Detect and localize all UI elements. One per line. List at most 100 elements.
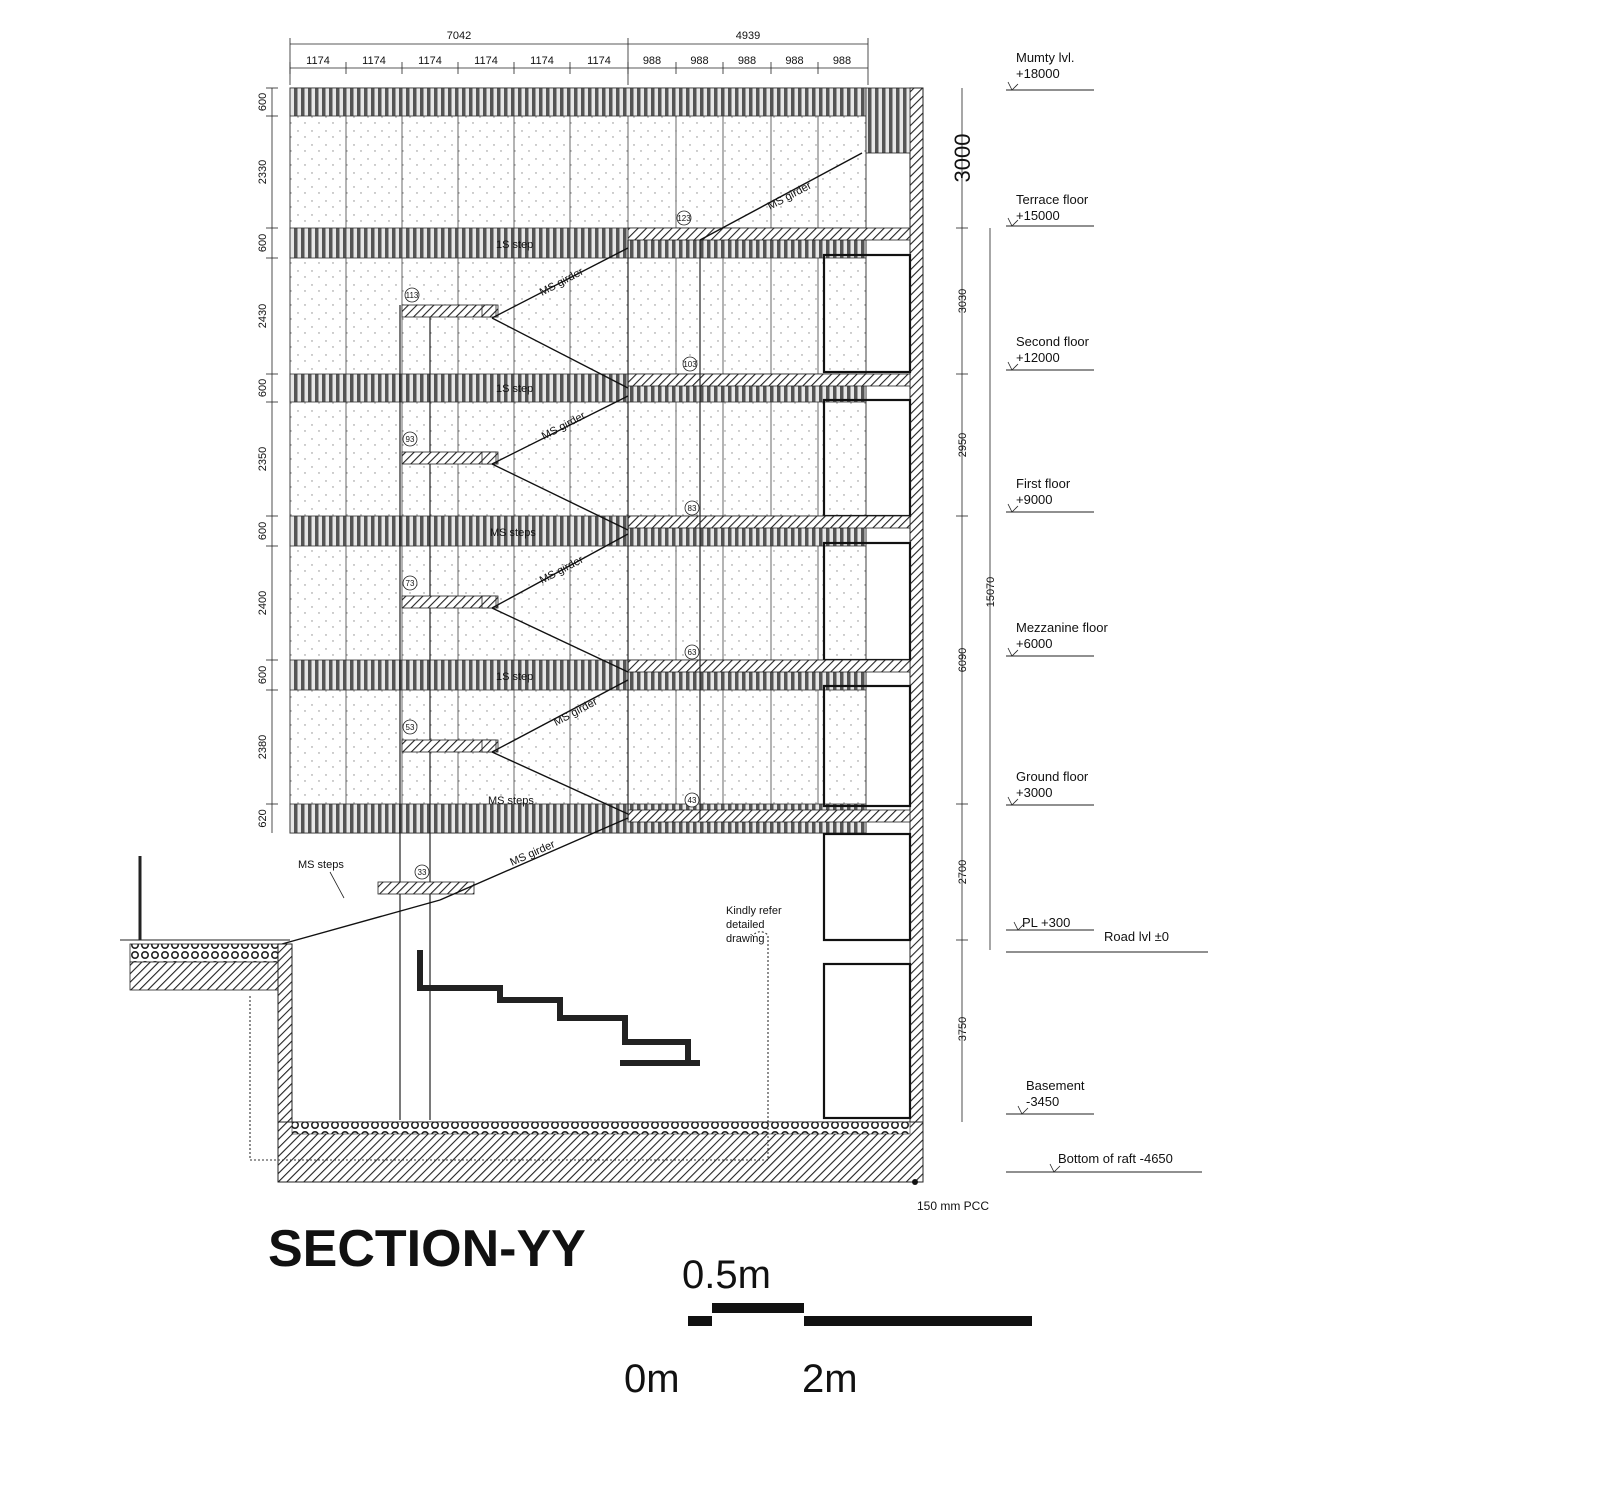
level-value: +6000 (1016, 636, 1053, 651)
step-number: 43 (688, 796, 697, 805)
bay-dimension: 1174 (418, 55, 442, 67)
level-value: +9000 (1016, 492, 1053, 507)
landing (401, 595, 499, 609)
landing (401, 739, 499, 753)
level-tick (1007, 361, 1019, 371)
step-number-circle (402, 431, 418, 447)
room (822, 832, 912, 942)
step-number: 33 (418, 868, 427, 877)
level-tick (1007, 81, 1019, 91)
right-dimension: 2950 (957, 433, 969, 457)
pcc-note: 150 mm PCC (917, 1199, 989, 1213)
level-name: Bottom of raft -4650 (1058, 1151, 1173, 1166)
step-number-circle (676, 210, 692, 226)
girder (699, 152, 863, 241)
steps-label: MS steps (490, 527, 536, 539)
steps-label: MS steps (488, 795, 534, 807)
left-dimension: 2430 (257, 304, 269, 328)
step-number: 83 (688, 504, 697, 513)
level-name: Mumty lvl. (1016, 50, 1075, 65)
room (822, 253, 912, 374)
facade-panel (289, 87, 867, 834)
bay-dimension: 988 (643, 55, 661, 67)
landing (377, 881, 475, 895)
left-dimension: 600 (257, 666, 269, 684)
floor-slab (627, 515, 911, 529)
level-tick (1049, 1163, 1061, 1173)
slab-band (289, 87, 867, 117)
level-value: +18000 (1016, 66, 1060, 81)
girder (491, 247, 629, 319)
left-dimension: 2350 (257, 447, 269, 471)
bay-dimension: 1174 (530, 55, 554, 67)
level-tick (1007, 217, 1019, 227)
step-number-circle (684, 644, 700, 660)
room (822, 684, 912, 808)
svg-text:drawing: drawing (726, 933, 765, 945)
right-wall (909, 87, 924, 1181)
detail-cloud (249, 931, 769, 1161)
top-dimension-lines (289, 38, 869, 85)
raft-top (291, 1121, 911, 1135)
girder (491, 533, 629, 609)
floor-slab (627, 809, 911, 823)
bay-dimensions: 1174 1174 1174 1174 1174 1174 988 988 988 988 988 (289, 55, 851, 74)
left-dimension: 2400 (257, 591, 269, 615)
level-value: +12000 (1016, 350, 1060, 365)
ground-soil (129, 961, 279, 991)
floor-slab (627, 659, 911, 673)
left-dimension: 2380 (257, 735, 269, 759)
pcc-marker (912, 1179, 918, 1185)
left-dimension: 2330 (257, 160, 269, 184)
bay-dimension: 988 (785, 55, 803, 67)
steps-label: 1S step (496, 383, 533, 395)
ms-steps-label: MS steps (298, 859, 344, 871)
stair-girders (281, 152, 863, 945)
step-number: 73 (406, 579, 415, 588)
landing (401, 451, 499, 465)
bay-dimension: 988 (690, 55, 708, 67)
landing (481, 739, 497, 753)
bay-dimension: 1174 (306, 55, 330, 67)
level-name: Terrace floor (1016, 192, 1089, 207)
bay-dimension: 988 (833, 55, 851, 67)
bay-dimension: 1174 (587, 55, 611, 67)
floor-slab (627, 373, 911, 387)
girder (281, 899, 441, 945)
room (822, 962, 912, 1120)
left-dimension: 620 (257, 809, 269, 827)
mumty-stair-block (865, 87, 911, 154)
bay-dimension: 988 (738, 55, 756, 67)
step-number-circle (402, 575, 418, 591)
drawing-title: SECTION-YY (268, 1220, 586, 1278)
ground-gravel (129, 943, 279, 963)
level-name: First floor (1016, 476, 1071, 491)
step-number: 53 (406, 723, 415, 732)
level-name: PL +300 (1022, 915, 1070, 930)
girder (439, 817, 629, 901)
basement-wall (277, 943, 293, 1135)
mumty-dim: 3000 (950, 134, 975, 183)
left-dimension: 600 (257, 93, 269, 111)
svg-text:Kindly refer: Kindly refer (726, 905, 782, 917)
overall-dim-left: 7042 (447, 30, 471, 42)
level-tick (1017, 1105, 1029, 1115)
bay-dimension: 1174 (362, 55, 386, 67)
step-number: 103 (683, 360, 697, 369)
step-number-circle (684, 792, 700, 808)
girder (491, 395, 629, 465)
overall-dim-right: 4939 (736, 30, 760, 42)
landing (401, 304, 499, 318)
right-dimension: 3750 (957, 1017, 969, 1041)
level-name: Ground floor (1016, 769, 1089, 784)
step-number-circle (404, 287, 420, 303)
level-name: Mezzanine floor (1016, 620, 1108, 635)
landing (481, 595, 497, 609)
step-number: 113 (406, 291, 419, 300)
bay-dimension: 1174 (474, 55, 498, 67)
